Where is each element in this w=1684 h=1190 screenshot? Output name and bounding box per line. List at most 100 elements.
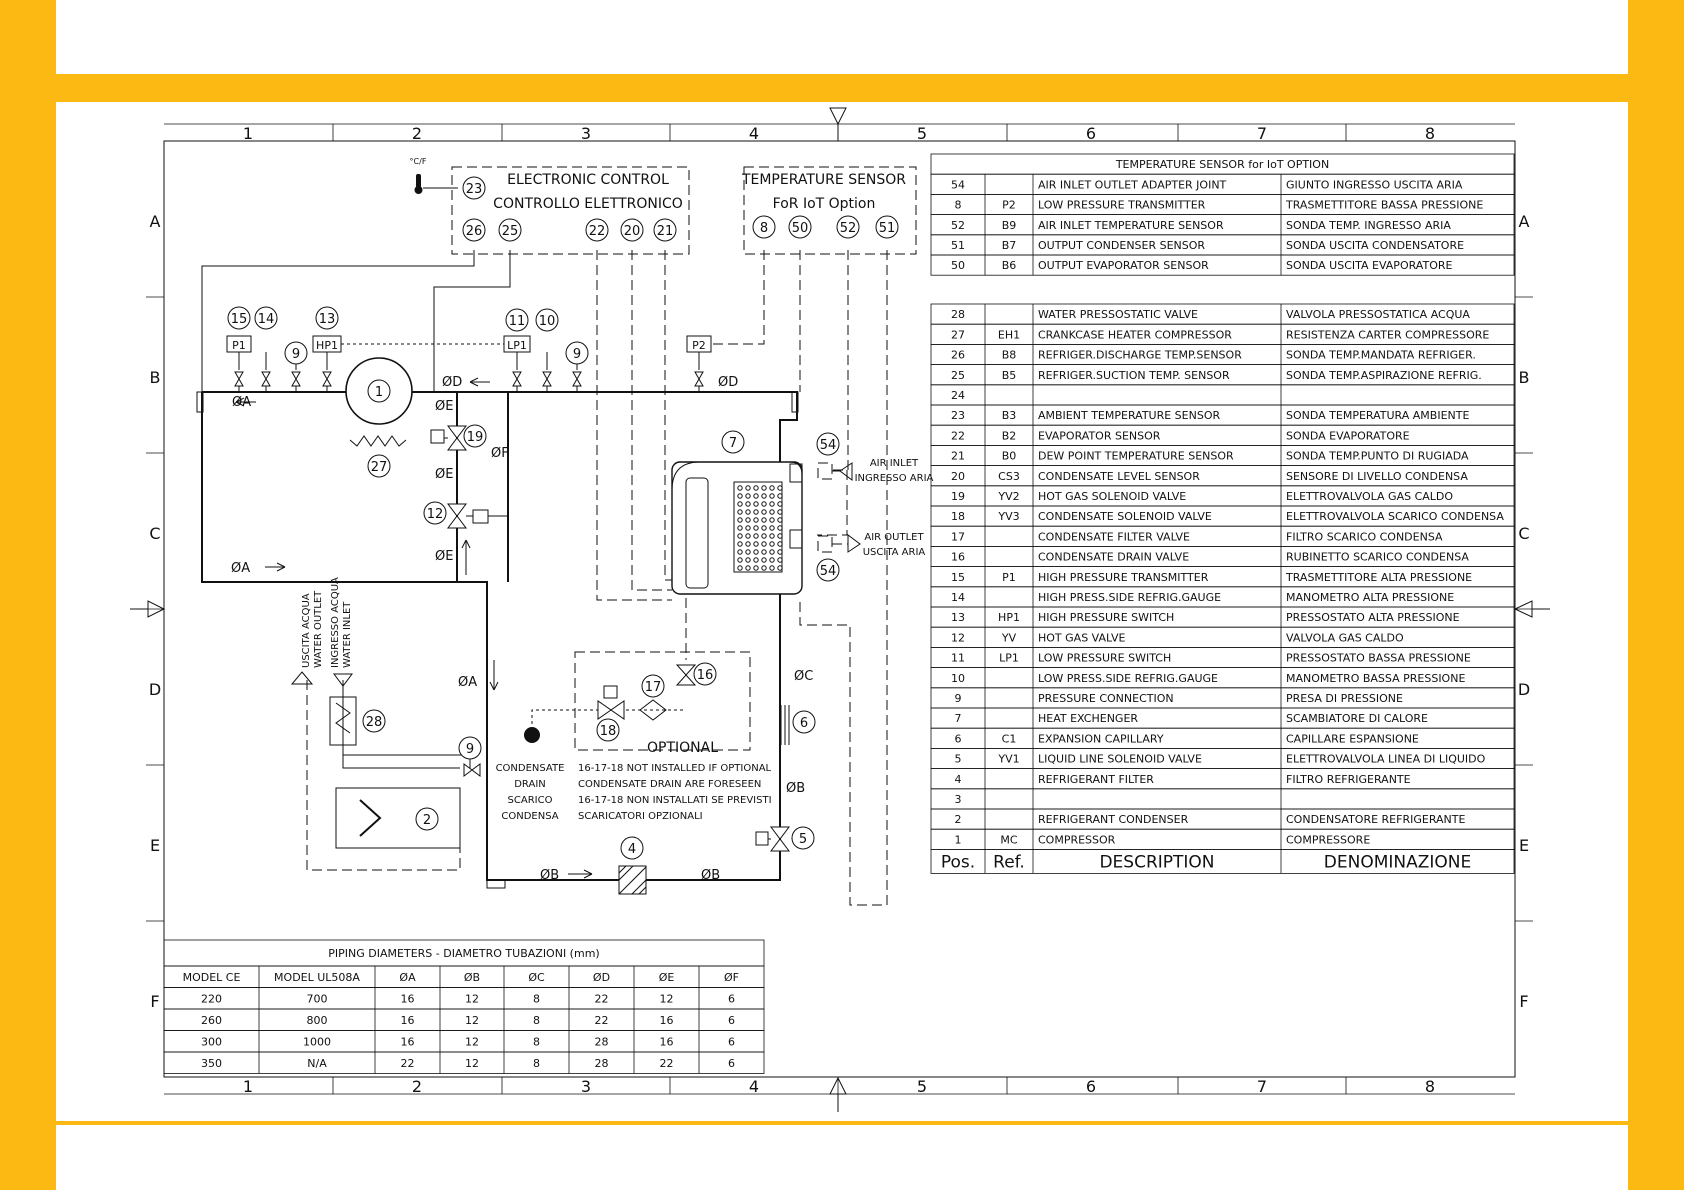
part-row-4	[930, 768, 1515, 790]
part-row-12-cell-2: HOT GAS VALVE	[1038, 631, 1125, 644]
piping-cell-4-5: 28	[595, 1057, 609, 1070]
callout-text-2: 2	[423, 813, 431, 828]
optional-note-line-3: SCARICATORI OPZIONALI	[578, 811, 703, 822]
part-row-6-cell-0: 6	[955, 732, 962, 745]
row-label-right-C: C	[1518, 524, 1529, 543]
air-inlet-label: AIR INLET	[870, 458, 919, 469]
temperature-sensor-title: TEMPERATURE SENSOR	[741, 172, 906, 188]
part-row-12-cell-3: VALVOLA GAS CALDO	[1286, 631, 1404, 644]
part-row-15-cell-0: 15	[951, 571, 965, 584]
part-row-23-cell-2: AMBIENT TEMPERATURE SENSOR	[1038, 409, 1220, 422]
part-row-22	[930, 424, 1515, 446]
part-row-10-cell-2: LOW PRESS.SIDE REFRIG.GAUGE	[1038, 672, 1218, 685]
water-outlet-it-label: USCITA ACQUA	[301, 593, 312, 668]
callout-1	[367, 379, 391, 403]
part-row-7-cell-3: SCAMBIATORE DI CALORE	[1286, 712, 1428, 725]
piping-cell-0-5: ØD	[593, 971, 610, 984]
iot-row-54-cell-0: 54	[951, 178, 965, 191]
callout-text-14: 14	[258, 312, 275, 327]
iot-row-51-cell-3: SONDA USCITA CONDENSATORE	[1286, 239, 1464, 252]
part-row-20-cell-1: CS3	[998, 470, 1020, 483]
iot-row-50	[930, 254, 1515, 276]
part-row-23-cell-1: B3	[1002, 409, 1017, 422]
piping-cell-4-4: 8	[533, 1057, 540, 1070]
part-row-4-cell-2: REFRIGERANT FILTER	[1038, 773, 1154, 786]
piping-cell-3-1: 1000	[303, 1035, 331, 1048]
callout-text-12: 12	[427, 507, 444, 522]
callout-52	[836, 215, 860, 239]
piping-cell-1-5: 22	[595, 992, 609, 1005]
optional-note: 16-17-18 NOT INSTALLED IF OPTIONALCONDEN…	[578, 763, 772, 822]
column-label-bottom-6: 6	[1086, 1077, 1096, 1096]
piping-cell-4-6: 22	[660, 1057, 674, 1070]
pipe-label-b-2: ØB	[701, 868, 720, 883]
parts-header	[930, 849, 1515, 874]
callout-13	[315, 306, 339, 330]
column-label-bottom-5: 5	[917, 1077, 927, 1096]
callout-6	[792, 710, 816, 734]
condensate-line-1: DRAIN	[514, 779, 546, 790]
part-row-21-cell-0: 21	[951, 450, 965, 463]
callout-text-50: 50	[792, 221, 809, 236]
part-row-27-cell-0: 27	[951, 328, 965, 341]
pipe-label-a-bottom: ØA	[231, 561, 250, 576]
piping-row-350	[163, 1051, 765, 1074]
condensate-line-0: CONDENSATE	[496, 763, 565, 774]
part-row-18-cell-0: 18	[951, 510, 965, 523]
part-row-12-cell-1: YV	[1001, 631, 1017, 644]
part-row-22-cell-3: SONDA EVAPORATORE	[1286, 429, 1410, 442]
column-label-bottom-4: 4	[749, 1077, 759, 1096]
callout-text-54: 54	[820, 564, 837, 579]
part-row-15-cell-3: TRASMETTITORE ALTA PRESSIONE	[1285, 571, 1472, 584]
thermometer-icon	[414, 174, 458, 194]
part-row-26-cell-1: B8	[1002, 349, 1017, 362]
part-row-5-cell-0: 5	[955, 753, 962, 766]
part-row-2-cell-0: 2	[955, 813, 962, 826]
iot-row-50-cell-2: OUTPUT EVAPORATOR SENSOR	[1038, 259, 1209, 272]
callout-20	[620, 218, 644, 242]
part-row-25-cell-0: 25	[951, 369, 965, 382]
callout-14	[254, 306, 278, 330]
column-label-top-2: 2	[412, 124, 422, 143]
part-row-3	[930, 788, 1515, 810]
air-outlet-it-label: USCITA ARIA	[863, 547, 926, 558]
part-row-13-cell-0: 13	[951, 611, 965, 624]
part-row-7-cell-2: HEAT EXCHENGER	[1038, 712, 1138, 725]
part-row-13-cell-3: PRESSOSTATO ALTA PRESSIONE	[1286, 611, 1460, 624]
callout-text-52: 52	[840, 221, 857, 236]
column-label-top-8: 8	[1425, 124, 1435, 143]
callout-text-13: 13	[319, 312, 336, 327]
refrigerant-circuit	[196, 357, 803, 895]
part-row-27-cell-2: CRANKCASE HEATER COMPRESSOR	[1038, 328, 1232, 341]
callout-17	[641, 674, 665, 698]
column-label-bottom-3: 3	[581, 1077, 591, 1096]
part-row-14-cell-2: HIGH PRESS.SIDE REFRIG.GAUGE	[1038, 591, 1221, 604]
piping-row-300	[163, 1030, 765, 1053]
part-row-18-cell-2: CONDENSATE SOLENOID VALVE	[1038, 510, 1212, 523]
piping-cell-3-2: 16	[401, 1035, 415, 1048]
piping-cell-3-7: 6	[728, 1035, 735, 1048]
part-row-17-cell-0: 17	[951, 530, 965, 543]
part-row-5-cell-1: YV1	[997, 753, 1019, 766]
pipe-label-a-top: ØA	[232, 395, 251, 410]
callout-4	[620, 836, 644, 860]
callout-22	[585, 218, 609, 242]
part-row-28-cell-2: WATER PRESSOSTATIC VALVE	[1038, 308, 1198, 321]
iot-row-52-cell-3: SONDA TEMP. INGRESSO ARIA	[1286, 219, 1451, 232]
callout-9	[565, 341, 589, 365]
water-inlet-it-label: INGRESSO ACQUA	[330, 577, 341, 668]
part-row-28-cell-3: VALVOLA PRESSOSTATICA ACQUA	[1286, 308, 1470, 321]
part-row-19-cell-2: HOT GAS SOLENOID VALVE	[1038, 490, 1186, 503]
column-label-top-5: 5	[917, 124, 927, 143]
electronic-control-box	[451, 166, 690, 255]
callout-text-16: 16	[697, 668, 714, 683]
iot-row-52-cell-1: B9	[1002, 219, 1017, 232]
part-row-11-cell-2: LOW PRESSURE SWITCH	[1038, 652, 1171, 665]
pipe-label-e-2: ØE	[435, 467, 453, 482]
part-row-19-cell-3: ELETTROVALVOLA GAS CALDO	[1286, 490, 1453, 503]
callout-16	[693, 662, 717, 686]
part-row-19-cell-1: YV2	[997, 490, 1019, 503]
